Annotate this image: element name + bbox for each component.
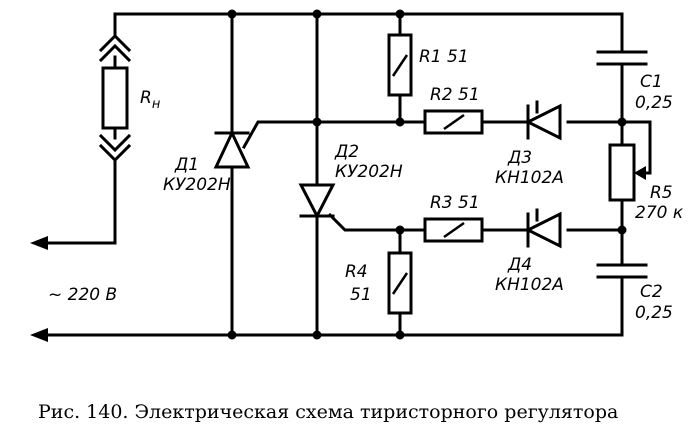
d2-ref: Д2: [334, 142, 359, 162]
supply-label: ~ 220 В: [48, 285, 117, 305]
r3-label: R3 51: [430, 193, 480, 213]
c1-value: 0,25: [635, 93, 673, 113]
capacitor-c1: [596, 50, 648, 66]
r1-label: R1 51: [419, 47, 469, 67]
r5-value: 270 к: [635, 203, 684, 223]
wires: [38, 12, 624, 337]
resistor-r3: [423, 217, 484, 243]
c2-ref: С2: [640, 282, 663, 302]
connector-top-icon: [98, 33, 132, 63]
figure-caption: Рис. 140. Электрическая схема тиристорно…: [38, 401, 618, 423]
d3-type: КН102А: [495, 168, 564, 188]
resistor-r4: [387, 251, 413, 315]
connector-bottom-icon: [98, 133, 132, 163]
d2-type: КУ202Н: [335, 162, 403, 182]
thyristor-d1: [213, 129, 251, 169]
junction-dots: [227, 9, 627, 340]
resistor-r2: [423, 109, 484, 135]
c2-value: 0,25: [635, 303, 673, 323]
resistor-r1: [387, 33, 413, 97]
d1-type: КУ202Н: [163, 175, 231, 195]
d4-type: КН102А: [495, 275, 564, 295]
r4-ref: R4: [345, 262, 368, 282]
dinistor-d3: [524, 100, 562, 141]
thyristor-d2: [298, 183, 336, 220]
dinistor-d4: [524, 208, 562, 249]
capacitor-c2: [596, 263, 648, 279]
load-label: Rн: [140, 88, 161, 112]
potentiometer-r5: [608, 120, 652, 202]
c1-ref: С1: [640, 72, 663, 92]
r5-ref: R5: [650, 183, 673, 203]
arrowhead-icon: [30, 328, 48, 342]
d1-ref: Д1: [174, 155, 199, 175]
d4-ref: Д4: [507, 255, 532, 275]
r4-value: 51: [350, 285, 372, 305]
d3-ref: Д3: [507, 148, 532, 168]
load-resistor: [101, 66, 129, 130]
arrowhead-icon: [30, 236, 48, 250]
r2-label: R2 51: [430, 85, 480, 105]
